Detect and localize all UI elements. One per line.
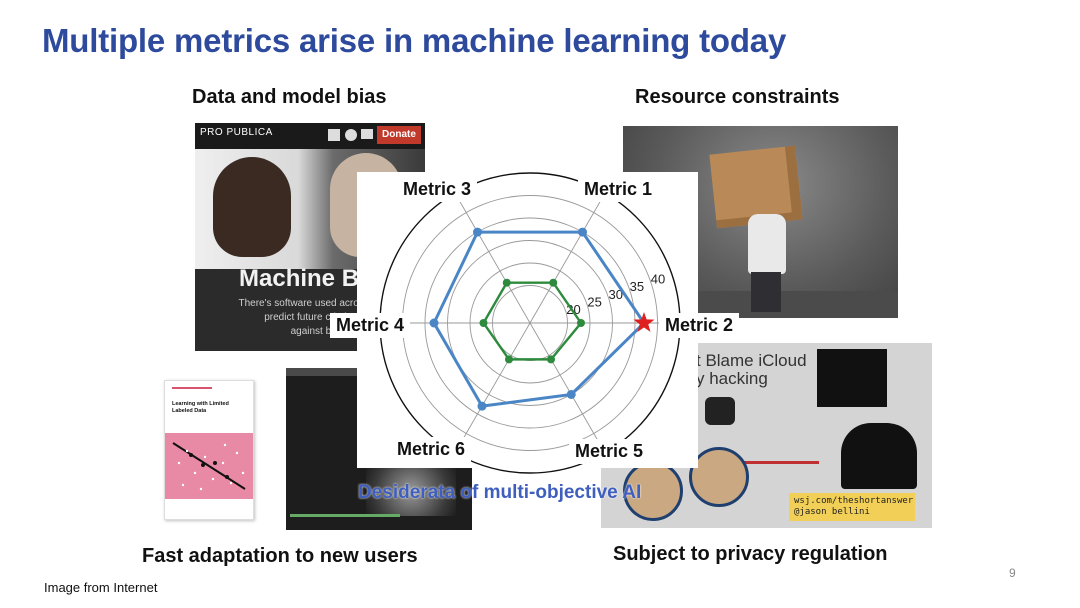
- terminal-rendered-object: [366, 466, 456, 516]
- radar-tick-label: 30: [609, 287, 623, 302]
- slide-title: Multiple metrics arise in machine learni…: [42, 22, 787, 59]
- radar-tick-label: 25: [587, 294, 601, 309]
- source-tag: wsj.com/theshortanswer @jason bellini: [789, 493, 915, 521]
- radar-series-line: [482, 281, 583, 361]
- radar-spoke: [529, 322, 606, 454]
- book-cover-image: Learning with Limited Labeled Data: [164, 380, 254, 520]
- article-headline: Machine Bi: [239, 265, 366, 292]
- radar-series-point: [549, 278, 558, 287]
- chart-caption: Desiderata of multi-objective AI: [358, 482, 642, 503]
- radar-series-point: [502, 278, 511, 287]
- axis-label-metric-3: Metric 3: [397, 177, 478, 202]
- radar-tick-label: 35: [630, 279, 644, 294]
- section-title-privacy: Subject to privacy regulation: [613, 543, 888, 565]
- axis-label-metric-1: Metric 1: [578, 177, 659, 202]
- radar-series-point: [479, 319, 488, 327]
- radar-series-point: [477, 401, 487, 411]
- axis-label-metric-4: Metric 4: [330, 313, 411, 338]
- comment-icon: [361, 129, 373, 139]
- axis-label-metric-2: Metric 2: [659, 313, 740, 338]
- highlight-star-marker: [633, 312, 655, 332]
- man-torso: [748, 214, 786, 274]
- privacy-headline-line2: y hacking: [696, 369, 768, 388]
- donate-button[interactable]: Donate: [377, 126, 421, 144]
- radar-spoke: [529, 192, 606, 324]
- book-publisher-line: [172, 387, 212, 389]
- cloud-icon: [705, 397, 735, 425]
- monitor-icon: [817, 349, 887, 407]
- book-scatter-plot: [165, 433, 253, 499]
- radar-series-point: [578, 227, 587, 237]
- radar-series-point: [473, 227, 482, 237]
- radar-spoke: [454, 192, 531, 324]
- hacker-icon: [841, 423, 917, 489]
- radar-series-point: [505, 355, 513, 364]
- radar-tick-label: 40: [651, 271, 665, 286]
- image-credit: Image from Internet: [44, 580, 158, 595]
- radar-series-point: [547, 355, 555, 364]
- privacy-headline-line1: t Blame iCloud: [696, 351, 807, 370]
- radar-series-point: [429, 318, 439, 328]
- person-photo-2: [689, 447, 749, 507]
- facebook-icon: [328, 129, 340, 141]
- radar-spoke: [454, 322, 531, 454]
- terminal-status-line: [290, 514, 400, 517]
- connection-line: [729, 461, 819, 464]
- axis-label-metric-5: Metric 5: [569, 439, 650, 464]
- section-title-data-bias: Data and model bias: [192, 86, 387, 108]
- axis-label-metric-6: Metric 6: [391, 437, 472, 462]
- book-title: Learning with Limited Labeled Data: [172, 401, 229, 414]
- section-title-fast-adaptation: Fast adaptation to new users: [142, 545, 418, 567]
- portrait-left: [213, 157, 291, 257]
- man-legs: [751, 272, 781, 312]
- twitter-icon: [345, 129, 357, 141]
- radar-series-point: [577, 319, 585, 327]
- page-number: 9: [1009, 566, 1016, 580]
- propublica-image: PRO PUBLICA Donate Machine Bi There's so…: [195, 123, 425, 351]
- propublica-logo: PRO PUBLICA: [200, 127, 273, 138]
- section-title-resource-constraints: Resource constraints: [635, 86, 840, 108]
- radar-series-point: [566, 389, 576, 399]
